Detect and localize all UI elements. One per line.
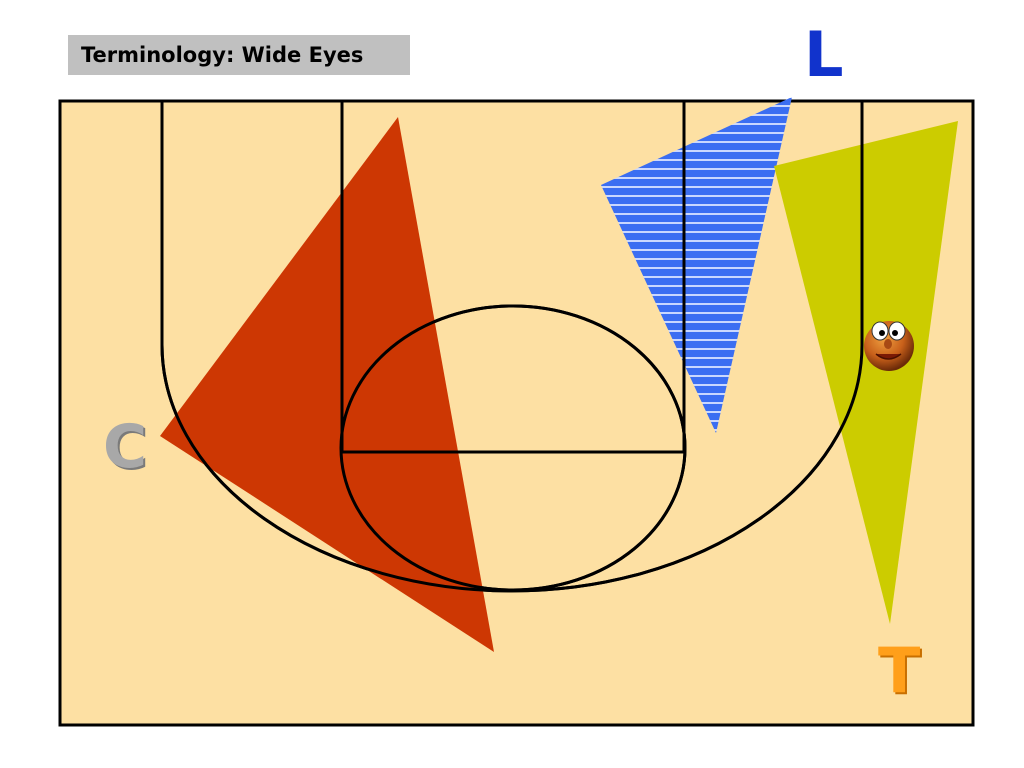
- l-triangle: [601, 97, 792, 433]
- t-triangle: [774, 121, 958, 624]
- title-box: Terminology: Wide Eyes: [68, 35, 410, 75]
- court-lines-overlay: [160, 101, 864, 593]
- label-t: T: [878, 634, 921, 707]
- basketball-face-icon: [864, 321, 914, 371]
- label-c: C: [103, 412, 148, 482]
- c-triangle: [160, 117, 494, 652]
- slide-title: Terminology: Wide Eyes: [81, 43, 364, 67]
- label-l: L: [804, 18, 844, 91]
